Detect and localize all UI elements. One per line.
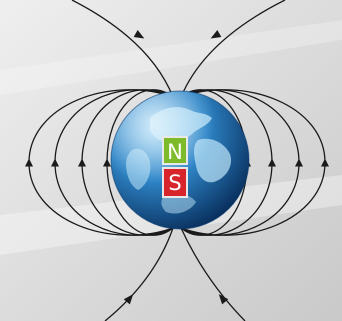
- north-pole-label: N: [167, 140, 183, 164]
- bar-magnet: N S: [163, 137, 187, 197]
- south-pole-label: S: [168, 171, 181, 195]
